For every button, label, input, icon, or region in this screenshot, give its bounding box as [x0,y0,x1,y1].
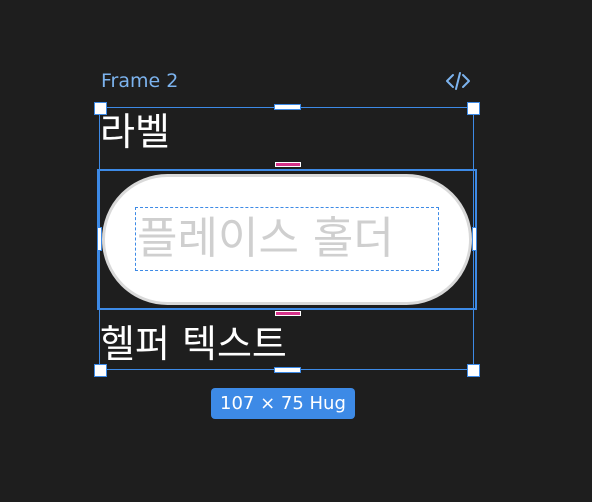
spacing-marker-top [275,162,301,167]
helper-text[interactable]: 헬퍼 텍스트 [100,322,287,366]
resize-edge-left[interactable] [97,227,102,251]
resize-handle-bottom-right[interactable] [467,364,480,377]
spacing-marker-bottom [275,311,301,316]
frame-name-label[interactable]: Frame 2 [101,70,179,92]
resize-handle-bottom-left[interactable] [94,364,107,377]
resize-handle-top-right[interactable] [467,102,480,115]
resize-edge-top[interactable] [274,104,301,110]
resize-handle-top-left[interactable] [94,102,107,115]
placeholder-text-box[interactable] [135,207,439,271]
resize-edge-bottom[interactable] [274,367,301,373]
placeholder-text[interactable]: 플레이스 홀더 [137,213,394,264]
dimension-badge: 107 × 75 Hug [211,388,355,419]
label-text[interactable]: 라벨 [100,110,170,154]
input-pill[interactable] [102,174,472,305]
resize-edge-right[interactable] [472,227,477,251]
code-brackets-icon[interactable] [444,70,472,92]
